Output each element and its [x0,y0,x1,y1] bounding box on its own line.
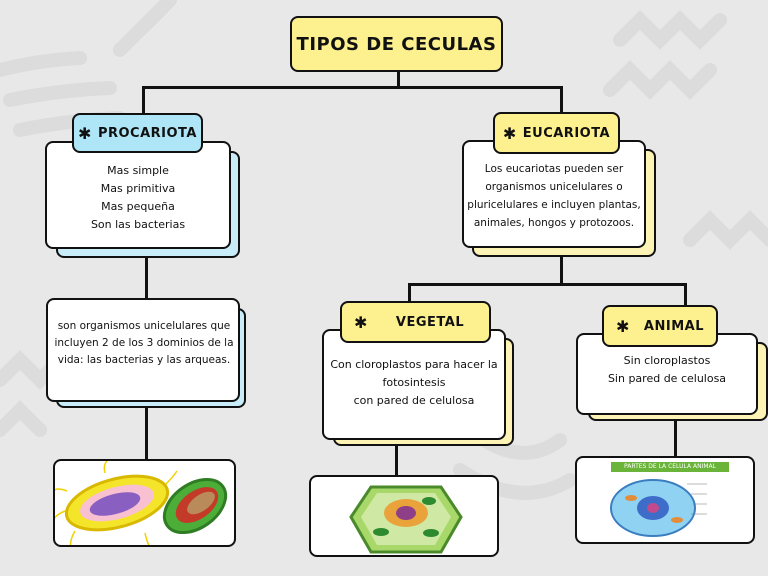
diagram-title-text: TIPOS DE CECULAS [296,33,497,55]
bacteria-illustration [55,461,228,545]
vegetal-traits-list: Con cloroplastos para hacer la fotosinte… [326,356,502,410]
vegetal-card [322,329,506,440]
vegetal-heading: ✱ VEGETAL [340,301,491,343]
procariota-detail-card [46,298,240,402]
procariota-detail-text: son organismos unicelulares que incluyen… [54,320,234,366]
eucariota-heading: ✱ EUCARIOTA [493,112,620,154]
procariota-trait: Mas simple [107,164,169,177]
eucariota-card [462,140,646,248]
asterisk-icon: ✱ [78,123,92,143]
animal-traits-list: Sin cloroplastos Sin pared de celulosa [580,352,754,388]
connector-animal [684,283,687,305]
eucariota-description: Los eucariotas pueden ser organismos uni… [467,163,641,229]
animal-cell-image: PARTES DE LA CELULA ANIMAL [575,456,755,544]
animal-cell-caption: PARTES DE LA CELULA ANIMAL [611,462,729,472]
procariota-trait: Mas pequeña [101,200,175,213]
animal-trait: Sin pared de celulosa [607,372,727,385]
connector-eucariota [560,86,563,116]
diagram-title: TIPOS DE CECULAS [290,16,503,72]
procariota-traits-list: Mas simple Mas primitiva Mas pequeña Son… [48,162,228,234]
procariota-heading: ✱ PROCARIOTA [72,113,203,153]
plant-cell-illustration [349,485,463,554]
connector-eucariota-branch [560,255,563,285]
animal-cell-illustration [610,479,707,537]
procariota-heading-text: PROCARIOTA [97,125,197,141]
connector-branch-bar [408,283,686,286]
vegetal-trait: Con cloroplastos para hacer la fotosinte… [330,358,498,389]
asterisk-icon: ✱ [502,123,517,143]
connector-procariota [142,86,145,116]
animal-heading: ✱ ANIMAL [602,305,718,347]
connector-vegetal [408,283,411,303]
procariota-trait: Mas primitiva [100,182,176,195]
animal-heading-text: ANIMAL [643,318,704,334]
asterisk-icon: ✱ [616,316,630,336]
procariota-trait: Son las bacterias [90,218,186,231]
connector-title [397,70,400,88]
connector-procariota-image [145,405,148,460]
connector-vegetal-image [395,440,398,478]
plant-cell-image [309,475,499,557]
bacteria-image [53,459,236,547]
connector-animal-image [674,420,677,458]
eucariota-heading-text: EUCARIOTA [522,125,611,141]
asterisk-icon: ✱ [354,312,368,332]
animal-trait: Sin cloroplastos [623,354,711,367]
connector-procariota-detail [145,255,148,305]
vegetal-trait: con pared de celulosa [353,394,475,407]
vegetal-heading-text: VEGETAL [395,314,465,330]
procariota-traits-card [45,141,231,249]
connector-top-bar [142,86,562,89]
